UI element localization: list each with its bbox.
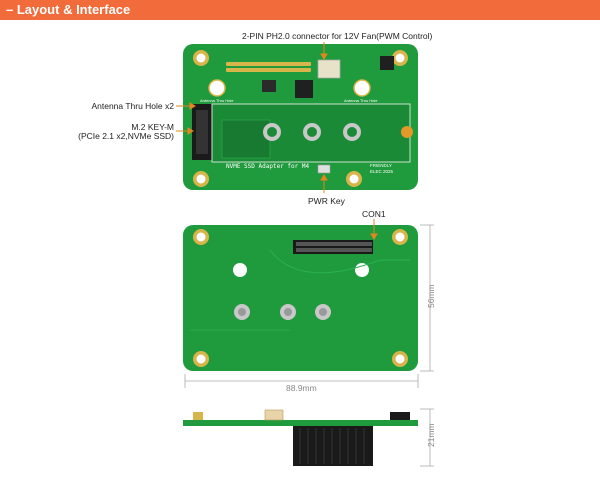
side-view-board — [183, 409, 418, 466]
antenna-hole — [353, 79, 371, 97]
mounting-hole — [392, 229, 408, 245]
brand-silk-2: ELEC 2025 — [370, 169, 394, 174]
section-title: – Layout & Interface — [6, 2, 131, 17]
antenna-label: Antenna Thru Hole x2 — [91, 101, 174, 111]
fan-connector-label: 2-PIN PH2.0 connector for 12V Fan(PWM Co… — [242, 31, 433, 41]
antenna-silk-left: Antenna Thru Hole — [200, 98, 234, 103]
standoff-screw — [280, 304, 296, 320]
callout-lines-top — [176, 42, 328, 193]
ssd-standoff — [303, 123, 321, 141]
side-header — [293, 426, 373, 466]
mounting-hole — [193, 50, 209, 66]
mounting-hole — [193, 171, 209, 187]
chip — [262, 80, 276, 92]
top-view-board: NVME SSD Adapter for M4 FRIENDLY ELEC 20… — [183, 44, 418, 190]
standoff-screw — [234, 304, 250, 320]
pwr-key — [317, 164, 331, 174]
chip — [295, 80, 313, 98]
ssd-standoff — [343, 123, 361, 141]
width-dimension: 88.9mm — [286, 383, 317, 393]
gold-screw — [401, 126, 413, 138]
antenna-hole — [233, 263, 247, 277]
height-dimension: 56mm — [426, 284, 436, 308]
m2-label-line1: M.2 KEY-M — [131, 122, 174, 132]
mounting-hole — [392, 351, 408, 367]
thickness-dimension: 21mm — [426, 423, 436, 447]
mounting-hole — [392, 50, 408, 66]
antenna-hole — [355, 263, 369, 277]
board-name-silk: NVME SSD Adapter for M4 — [226, 163, 309, 170]
chip — [380, 56, 394, 70]
header-dash-icon: – — [6, 2, 17, 17]
header-pads — [226, 62, 311, 72]
antenna-hole — [208, 79, 226, 97]
section-header-bar — [0, 0, 600, 20]
brand-silk-1: FRIENDLY — [370, 163, 392, 168]
bottom-view-board — [183, 225, 418, 371]
mounting-hole — [346, 171, 362, 187]
dimension-lines — [184, 224, 434, 467]
callout-line-con1 — [370, 219, 378, 240]
antenna-silk-right: Antenna Thru Hole — [344, 98, 378, 103]
pwr-key-label: PWR Key — [308, 196, 345, 206]
ssd-standoff — [263, 123, 281, 141]
standoff-screw — [315, 304, 331, 320]
m2-label-line2: (PCIe 2.1 x2,NVMe SSD) — [78, 131, 174, 141]
mounting-hole — [193, 229, 209, 245]
mounting-hole — [193, 351, 209, 367]
fan-connector — [317, 59, 341, 79]
con1-label: CON1 — [362, 209, 386, 219]
